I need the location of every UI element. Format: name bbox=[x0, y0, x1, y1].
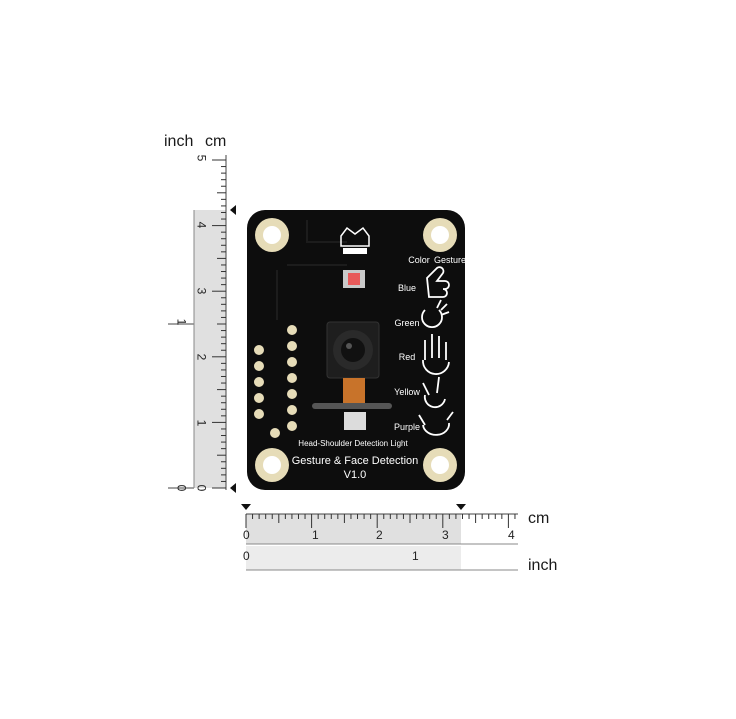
board-title: Gesture & Face Detection bbox=[292, 455, 419, 467]
h-cm-tick-4: 4 bbox=[508, 528, 515, 542]
v-inch-tick-1: 1 bbox=[174, 318, 189, 326]
unit-label-cm-horizontal: cm bbox=[528, 510, 550, 527]
gesture-header: Gesture bbox=[434, 255, 465, 265]
v-cm-tick-3: 3 bbox=[194, 287, 209, 295]
brand-logo bbox=[340, 226, 370, 254]
header-pins-right bbox=[287, 325, 297, 431]
v-cm-tick-2: 2 bbox=[194, 353, 209, 361]
gesture-icons bbox=[418, 266, 454, 436]
color-label-yellow: Yellow bbox=[394, 387, 420, 397]
sensor-board: Color Gesture Blue Green Red Yellow Purp… bbox=[247, 210, 465, 490]
unit-label-inch: inch bbox=[164, 133, 194, 150]
h-inch-tick-0: 0 bbox=[243, 549, 250, 563]
color-label-red: Red bbox=[399, 352, 416, 362]
color-header: Color bbox=[408, 255, 430, 265]
color-label-purple: Purple bbox=[394, 422, 420, 432]
h-inch-tick-1: 1 bbox=[412, 549, 419, 563]
mount-hole-bottom-left bbox=[255, 448, 289, 482]
detection-light-label: Head-Shoulder Detection Light bbox=[298, 439, 408, 448]
v-inch-tick-0: 0 bbox=[174, 484, 189, 492]
h-cm-tick-1: 1 bbox=[312, 528, 319, 542]
vertical-ruler bbox=[168, 155, 236, 493]
v-cm-tick-5: 5 bbox=[194, 154, 209, 162]
v-cm-tick-4: 4 bbox=[194, 221, 209, 229]
horizontal-ruler bbox=[241, 504, 518, 571]
camera-module bbox=[312, 321, 392, 409]
board-version: V1.0 bbox=[344, 469, 367, 481]
unit-label-cm: cm bbox=[205, 133, 227, 150]
header-pins-left bbox=[254, 345, 264, 419]
mount-hole-top-left bbox=[255, 218, 289, 252]
mount-hole-bottom-right bbox=[423, 448, 457, 482]
h-cm-tick-2: 2 bbox=[376, 528, 383, 542]
mount-hole-top-right bbox=[423, 218, 457, 252]
h-cm-tick-0: 0 bbox=[243, 528, 250, 542]
color-label-green: Green bbox=[394, 318, 419, 328]
unit-label-inch-horizontal: inch bbox=[528, 557, 558, 574]
h-cm-tick-3: 3 bbox=[442, 528, 449, 542]
v-cm-tick-0: 0 bbox=[194, 484, 209, 492]
v-cm-tick-1: 1 bbox=[194, 419, 209, 427]
color-label-blue: Blue bbox=[398, 283, 416, 293]
